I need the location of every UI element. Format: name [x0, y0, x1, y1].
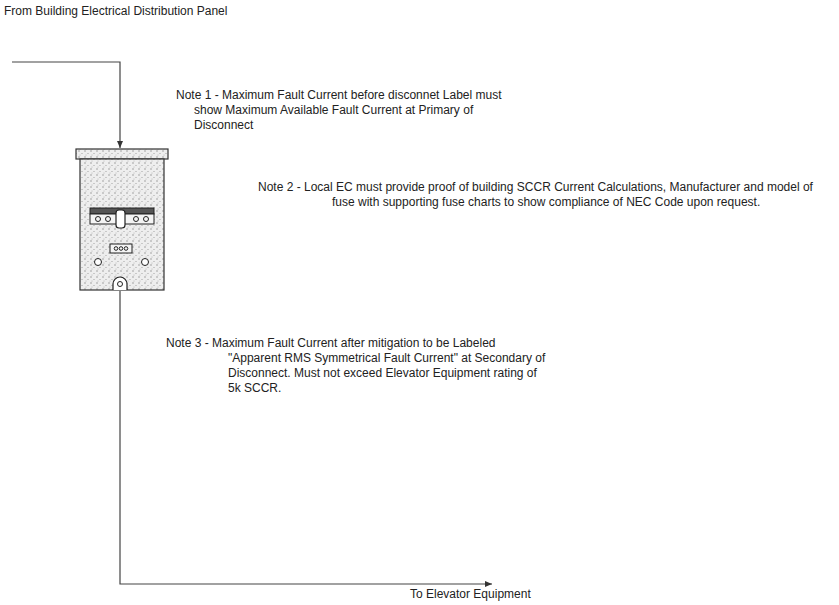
enclosure-body	[80, 159, 164, 290]
destination-label: To Elevator Equipment	[410, 587, 610, 602]
mounting-hole	[95, 259, 102, 266]
feeder-line	[12, 62, 120, 148]
source-label: From Building Electrical Distribution Pa…	[4, 4, 384, 19]
mounting-hole	[142, 259, 149, 266]
note-text: Note 2 - Local EC must provide proof of …	[258, 180, 818, 210]
enclosure-cap	[76, 149, 168, 159]
conduit-knockout	[113, 277, 127, 290]
terminal-block	[110, 244, 132, 253]
note-text: Note 3 - Maximum Fault Current after mit…	[166, 336, 546, 396]
load-line	[120, 291, 492, 584]
operating-handle	[116, 210, 125, 228]
note-text: Note 1 - Maximum Fault Current before di…	[176, 88, 506, 133]
